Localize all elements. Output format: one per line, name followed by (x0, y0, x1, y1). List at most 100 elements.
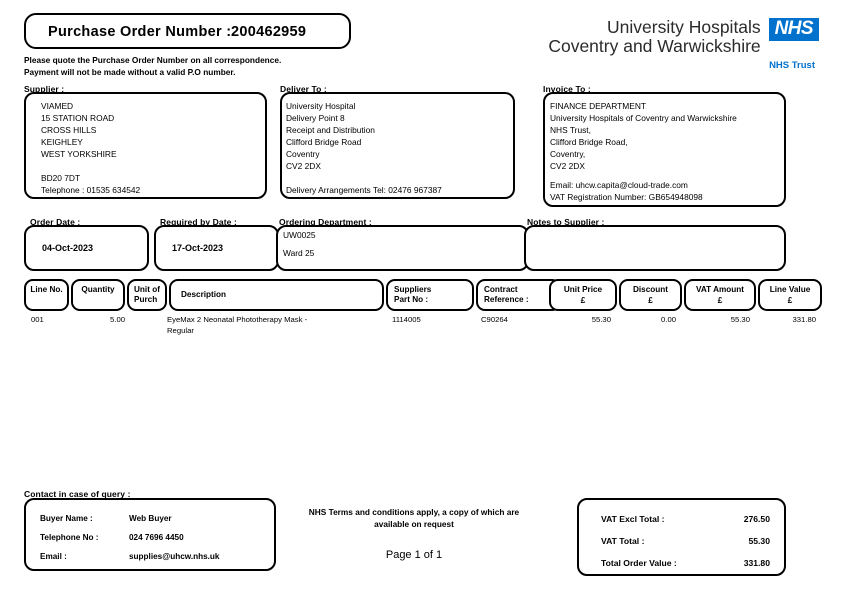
terms-and-conditions-note: NHS Terms and conditions apply, a copy o… (290, 506, 538, 530)
column-header-line-value: Line Value £ (758, 279, 822, 311)
supplier-box (24, 92, 267, 199)
notes-to-supplier-label: Notes to Supplier : (527, 217, 605, 227)
nhs-trust-logo: University Hospitals Coventry and Warwic… (548, 18, 819, 71)
supplier-line-2: 15 STATION ROAD (41, 113, 115, 123)
order-date-box (24, 225, 149, 271)
invoice-line-1: FINANCE DEPARTMENT (550, 101, 647, 111)
vat-registration-number: VAT Registration Number: GB654948098 (550, 191, 703, 202)
trust-name: University Hospitals Coventry and Warwic… (548, 18, 760, 56)
cell-description-line-2: Regular (167, 326, 194, 335)
nhs-badge-icon: NHS (768, 18, 819, 41)
column-header-unit-price-label: Unit Price (563, 285, 603, 294)
column-header-line-no-label: Line No. (30, 285, 63, 294)
deliver-line-3: Receipt and Distribution (286, 125, 375, 135)
vat-excl-total-label: VAT Excl Total : (601, 514, 665, 524)
contact-telephone-value: 024 7696 4450 (129, 533, 184, 542)
terms-line-1: NHS Terms and conditions apply, a copy o… (308, 507, 520, 517)
supplier-label: Supplier : (24, 84, 65, 94)
column-header-line-value-label: Line Value (769, 285, 811, 294)
total-order-value-label: Total Order Value : (601, 558, 677, 568)
purchase-order-number-value: 200462959 (231, 24, 307, 40)
required-by-date-label: Required by Date : (160, 217, 237, 227)
ordering-department-code: UW0025 (283, 230, 316, 240)
invoice-line-2: University Hospitals of Coventry and War… (550, 113, 737, 123)
column-header-line-no: Line No. (24, 279, 69, 311)
supplier-postcode: BD20 7DT (41, 173, 81, 183)
invoice-to-address: FINANCE DEPARTMENT University Hospitals … (550, 100, 737, 172)
totals-box: VAT Excl Total : 276.50 VAT Total : 55.3… (577, 498, 786, 576)
contact-telephone-label: Telephone No : (40, 533, 99, 542)
supplier-line-3: CROSS HILLS (41, 125, 97, 135)
invoice-line-6: CV2 2DX (550, 161, 585, 171)
purchase-order-number-box: Purchase Order Number : 200462959 (24, 13, 351, 49)
cell-contract-reference: C90264 (481, 315, 508, 324)
column-header-description-label: Description (181, 290, 227, 299)
invoice-line-3: NHS Trust, (550, 125, 591, 135)
column-header-discount-label: Discount (632, 285, 669, 294)
contact-box: Buyer Name : Web Buyer Telephone No : 02… (24, 498, 276, 571)
deliver-to-address: University Hospital Delivery Point 8 Rec… (286, 100, 375, 172)
buyer-name-label: Buyer Name : (40, 514, 93, 523)
deliver-line-2: Delivery Point 8 (286, 113, 345, 123)
column-header-unit-price-currency: £ (580, 296, 586, 305)
supplier-telephone: Telephone : 01535 634542 (41, 185, 141, 195)
column-header-discount: Discount £ (619, 279, 682, 311)
supplier-line-4: KEIGHLEY (41, 137, 83, 147)
cell-description-line-1: EyeMax 2 Neonatal Phototherapy Mask - (167, 315, 308, 324)
column-header-vat-amount: VAT Amount £ (684, 279, 756, 311)
purchase-order-number-label: Purchase Order Number : (48, 24, 232, 40)
invoice-to-label: Invoice To : (543, 84, 591, 94)
column-header-unit-price: Unit Price £ (549, 279, 617, 311)
invoice-to-box (543, 92, 786, 207)
invoice-line-4: Clifford Bridge Road, (550, 137, 628, 147)
ordering-department-label: Ordering Department : (279, 217, 372, 227)
order-date-value: 04-Oct-2023 (42, 243, 94, 253)
column-header-quantity-label: Quantity (81, 285, 115, 294)
vat-excl-total-value: 276.50 (743, 514, 770, 524)
contact-email-label: Email : (40, 552, 67, 561)
total-order-value-value: 331.80 (743, 558, 770, 568)
quote-note-line-2: Payment will not be made without a valid… (24, 66, 236, 77)
order-date-label: Order Date : (30, 217, 81, 227)
cell-unit-price: 55.30 (591, 315, 611, 324)
deliver-line-1: University Hospital (286, 101, 356, 111)
terms-line-2: available on request (374, 519, 454, 529)
column-header-description: Description (169, 279, 384, 311)
trust-name-line-2: Coventry and Warwickshire (548, 36, 761, 56)
trust-name-line-1: University Hospitals (607, 17, 761, 37)
deliver-to-label: Deliver To : (280, 84, 327, 94)
column-header-vat-amount-label: VAT Amount (695, 285, 745, 294)
cell-suppliers-part-no: 1114005 (392, 315, 421, 324)
invoice-contact-details: Email: uhcw.capita@cloud-trade.com VAT R… (550, 180, 703, 203)
ordering-department-name: Ward 25 (283, 248, 315, 258)
deliver-line-5: Coventry (286, 149, 320, 159)
deliver-line-4: Clifford Bridge Road (286, 137, 362, 147)
required-by-date-value: 17-Oct-2023 (172, 243, 224, 253)
supplier-line-1: VIAMED (41, 101, 74, 111)
vat-total-label: VAT Total : (601, 536, 645, 546)
column-header-quantity: Quantity (71, 279, 125, 311)
cell-quantity: 5.00 (110, 315, 125, 324)
vat-total-value: 55.30 (748, 536, 770, 546)
column-header-line-value-currency: £ (787, 296, 793, 305)
nhs-trust-subtitle: NHS Trust (769, 60, 815, 71)
column-header-vat-amount-currency: £ (717, 296, 723, 305)
supplier-line-5: WEST YORKSHIRE (41, 149, 117, 159)
delivery-arrangements-telephone: Delivery Arrangements Tel: 02476 967387 (286, 185, 442, 195)
deliver-line-6: CV2 2DX (286, 161, 321, 171)
buyer-name-value: Web Buyer (129, 514, 172, 523)
column-header-discount-currency: £ (648, 296, 653, 305)
cell-line-no: 001 (31, 315, 44, 324)
notes-to-supplier-box (524, 225, 786, 271)
quote-note-line-1: Please quote the Purchase Order Number o… (24, 55, 282, 65)
supplier-address: VIAMED 15 STATION ROAD CROSS HILLS KEIGH… (41, 100, 140, 196)
invoice-line-5: Coventry, (550, 149, 586, 159)
page-indicator: Page 1 of 1 (385, 549, 443, 561)
invoice-email: Email: uhcw.capita@cloud-trade.com (550, 180, 688, 190)
deliver-to-box (280, 92, 515, 199)
